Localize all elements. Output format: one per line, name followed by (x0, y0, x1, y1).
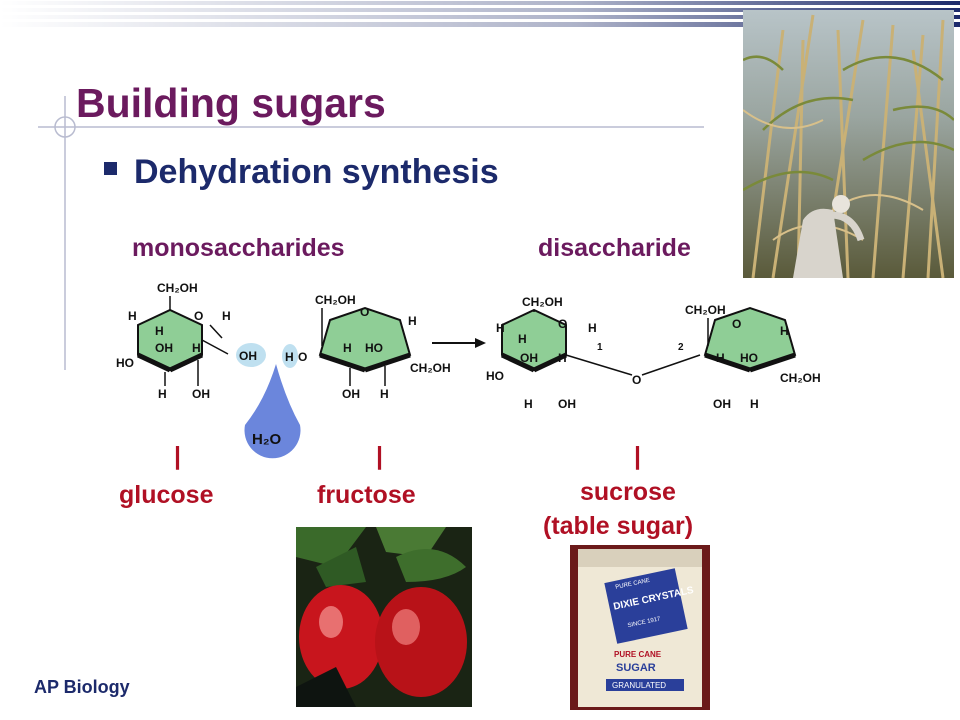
sugarcane-photo (743, 10, 954, 278)
svg-text:CH₂OH: CH₂OH (685, 303, 726, 317)
table-sugar-label: (table sugar) (543, 512, 694, 540)
svg-text:CH₂OH: CH₂OH (410, 361, 451, 375)
svg-text:CH₂OH: CH₂OH (315, 293, 356, 307)
svg-text:O: O (298, 350, 307, 364)
sucrose-structure: CH₂OH O H H H OH H HO H OH 1 O 2 CH₂OH O… (486, 295, 821, 411)
svg-text:O: O (732, 317, 741, 331)
glucose-structure: CH₂OH O H H H OH H HO H OH (116, 281, 231, 401)
svg-text:H: H (380, 387, 389, 401)
svg-text:H: H (524, 397, 533, 411)
svg-text:H: H (780, 324, 789, 338)
footer-label: AP Biology (34, 677, 130, 697)
svg-text:H: H (750, 397, 759, 411)
svg-text:H: H (128, 309, 137, 323)
svg-text:OH: OH (192, 387, 210, 401)
fructose-label: fructose (317, 481, 416, 509)
svg-text:H: H (222, 309, 231, 323)
bullet-square-icon (104, 162, 117, 175)
fructose-pipe: | (376, 442, 383, 470)
svg-text:1: 1 (597, 342, 603, 353)
svg-text:O: O (632, 373, 641, 387)
crosshair-decoration (38, 96, 704, 370)
svg-text:HO: HO (486, 369, 504, 383)
svg-text:CH₂OH: CH₂OH (780, 371, 821, 385)
svg-text:H: H (343, 341, 352, 355)
dehydration-diagram: CH₂OH O H H H OH H HO H OH OH H O H₂O (116, 281, 821, 459)
svg-text:H: H (558, 351, 567, 365)
svg-text:H: H (158, 387, 167, 401)
sucrose-pipe: | (634, 442, 641, 470)
svg-text:H: H (588, 321, 597, 335)
svg-text:H: H (285, 350, 294, 364)
svg-text:O: O (360, 305, 369, 319)
bullet-text: Dehydration synthesis (134, 153, 499, 191)
svg-text:OH: OH (239, 349, 257, 363)
svg-text:H₂O: H₂O (252, 431, 281, 448)
svg-text:H: H (408, 314, 417, 328)
svg-text:OH: OH (558, 397, 576, 411)
svg-text:HO: HO (116, 356, 134, 370)
svg-text:GRANULATED: GRANULATED (612, 681, 666, 690)
glucose-label: glucose (119, 481, 214, 509)
svg-text:SUGAR: SUGAR (616, 662, 656, 674)
sugar-bag-photo: PURE CANE DIXIE CRYSTALS SINCE 1917 PURE… (570, 545, 710, 710)
svg-text:O: O (558, 317, 567, 331)
svg-text:PURE CANE: PURE CANE (614, 650, 662, 659)
glucose-pipe: | (174, 442, 181, 470)
svg-text:OH: OH (342, 387, 360, 401)
fructose-structure: CH₂OH O H H HO CH₂OH OH H (315, 293, 451, 401)
svg-text:OH: OH (520, 351, 538, 365)
slide-title: Building sugars (76, 80, 386, 126)
svg-text:H: H (192, 341, 201, 355)
svg-text:H: H (496, 321, 505, 335)
apples-photo (296, 527, 472, 707)
svg-text:CH₂OH: CH₂OH (522, 295, 563, 309)
svg-text:H: H (716, 351, 725, 365)
svg-text:2: 2 (678, 342, 684, 353)
svg-text:H: H (155, 324, 164, 338)
sucrose-label: sucrose (580, 478, 676, 506)
svg-text:CH₂OH: CH₂OH (157, 281, 198, 295)
svg-text:OH: OH (155, 341, 173, 355)
svg-text:H: H (518, 332, 527, 346)
svg-text:O: O (194, 309, 203, 323)
svg-text:HO: HO (365, 341, 383, 355)
svg-text:HO: HO (740, 351, 758, 365)
svg-text:OH: OH (713, 397, 731, 411)
disaccharide-label: disaccharide (538, 234, 691, 262)
monosaccharides-label: monosaccharides (132, 234, 345, 262)
